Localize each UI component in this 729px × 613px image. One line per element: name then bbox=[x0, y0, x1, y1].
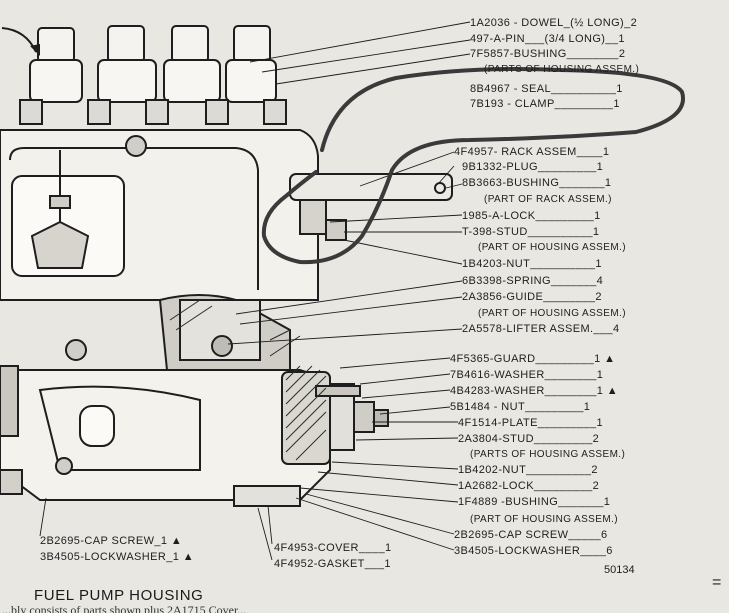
part-label: 1B4203-NUT__________1 bbox=[462, 258, 602, 270]
part-label: 3B4505-LOCKWASHER____6 bbox=[454, 545, 613, 557]
part-label: 4F1514-PLATE_________1 bbox=[458, 417, 603, 429]
part-label: 2A5578-LIFTER ASSEM.___4 bbox=[462, 323, 620, 335]
pump-housing-outline bbox=[0, 25, 453, 507]
part-label: 1985-A-LOCK_________1 bbox=[462, 210, 601, 222]
part-label: T-398-STUD__________1 bbox=[462, 226, 600, 238]
figure-number: 50134 bbox=[604, 564, 635, 576]
part-note: (PART OF HOUSING ASSEM.) bbox=[478, 308, 626, 319]
section-hatching bbox=[169, 299, 327, 461]
edge-mark: = bbox=[712, 574, 722, 591]
part-note: (PARTS OF HOUSING ASSEM.) bbox=[484, 64, 640, 75]
part-label: 4B4283-WASHER________1 ▲ bbox=[450, 385, 619, 397]
part-label: 1F4889 -BUSHING_______1 bbox=[458, 496, 611, 508]
part-label: 4F4957- RACK ASSEM____1 bbox=[454, 146, 610, 158]
leader-lines bbox=[39, 21, 471, 561]
part-label: 4F4952-GASKET___1 bbox=[274, 558, 391, 570]
part-label: 1A2682-LOCK_________2 bbox=[458, 480, 600, 492]
part-label: 3B4505-LOCKWASHER_1 ▲ bbox=[40, 551, 194, 563]
part-label: 8B3663-BUSHING_______1 bbox=[462, 177, 612, 189]
part-label: 7B193 - CLAMP_________1 bbox=[470, 98, 620, 110]
part-label: 1A2036 - DOWEL_(½ LONG)_2 bbox=[470, 17, 638, 29]
part-note: (PARTS OF HOUSING ASSEM.) bbox=[470, 449, 626, 460]
part-note: (PART OF RACK ASSEM.) bbox=[484, 194, 612, 205]
part-label: 4F5365-GUARD_________1 ▲ bbox=[450, 353, 616, 365]
rotation-arrow bbox=[1, 27, 37, 53]
part-label: 7B4616-WASHER________1 bbox=[450, 369, 604, 381]
part-label: 2B2695-CAP SCREW_1 ▲ bbox=[40, 535, 183, 547]
caption-title: FUEL PUMP HOUSING bbox=[34, 587, 204, 604]
part-label: 7F5857-BUSHING________2 bbox=[470, 48, 626, 60]
part-label: 6B3398-SPRING_______4 bbox=[462, 275, 604, 287]
part-label: 1B4202-NUT__________2 bbox=[458, 464, 598, 476]
marker-circle bbox=[261, 67, 686, 265]
part-label: 2A3856-GUIDE________2 bbox=[462, 291, 602, 303]
part-note: (PART OF HOUSING ASSEM.) bbox=[470, 514, 618, 525]
part-label: 2A3804-STUD_________2 bbox=[458, 433, 600, 445]
cut-off-text: ...bly consists of parts shown plus 2A17… bbox=[2, 603, 247, 613]
part-note: (PART OF HOUSING ASSEM.) bbox=[478, 242, 626, 253]
part-label: 8B4967 - SEAL__________1 bbox=[470, 83, 623, 95]
part-label: 5B1484 - NUT_________1 bbox=[450, 401, 591, 413]
part-label: 497-A-PIN___(3/4 LONG)__1 bbox=[470, 33, 625, 45]
part-label: 9B1332-PLUG_________1 bbox=[462, 161, 604, 173]
part-label: 2B2695-CAP SCREW_____6 bbox=[454, 529, 608, 541]
part-label: 4F4953-COVER____1 bbox=[274, 542, 392, 554]
